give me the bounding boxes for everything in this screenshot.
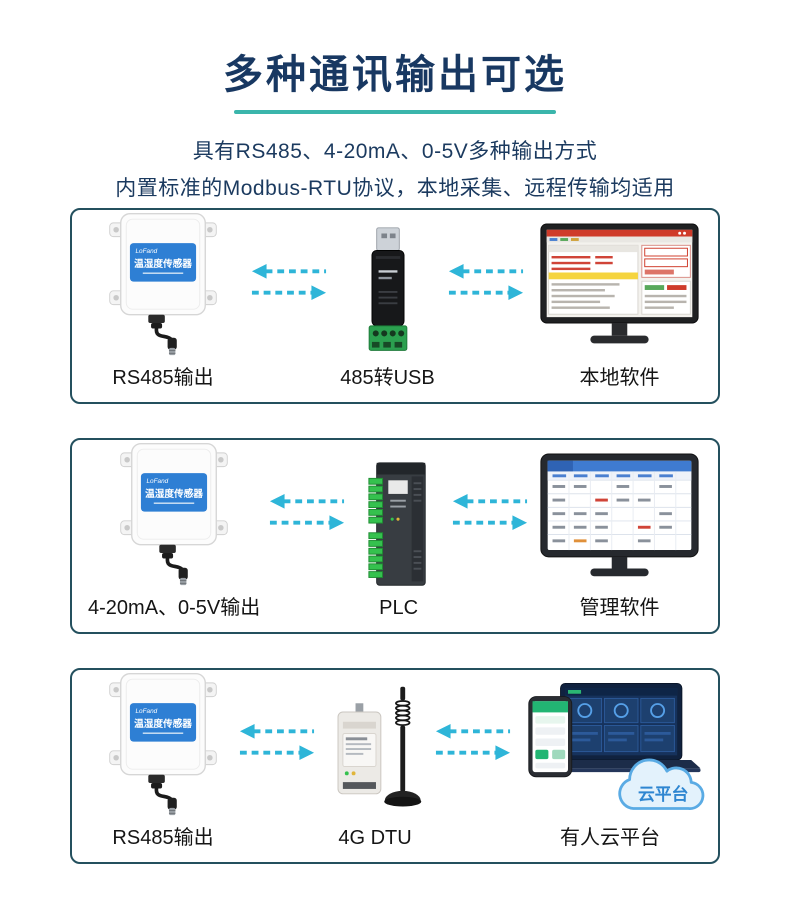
- device-label-4g-dtu: 4G DTU: [338, 826, 412, 849]
- device-cell-sensor: 4-20mA、0-5V输出: [88, 440, 260, 632]
- device-cell-management-software: 管理软件: [537, 440, 702, 632]
- local-software-monitor-illustration: [537, 221, 702, 357]
- page-title: 多种通讯输出可选: [223, 53, 567, 97]
- panel-rs485-local-software: RS485输出 485转USB 本地软件: [70, 207, 720, 404]
- device-label-rs485-output: RS485输出: [112, 366, 214, 389]
- bidirectional-dashed-arrows-icon: [434, 719, 512, 765]
- temperature-humidity-sensor-illustration: [99, 440, 249, 587]
- device-cell-sensor: RS485输出: [88, 210, 238, 402]
- panel-analog-plc-management: 4-20mA、0-5V输出 PLC 管理软件: [70, 437, 720, 634]
- bidirectional-dashed-arrows-icon: [447, 259, 525, 305]
- title-underline: [234, 110, 556, 114]
- device-cell-plc: PLC: [355, 440, 443, 632]
- temperature-humidity-sensor-illustration: [88, 210, 238, 357]
- device-cell-local-software: 本地软件: [537, 210, 702, 402]
- device-label-cloud-platform: 有人云平台: [560, 826, 660, 849]
- bidirectional-dashed-arrows-icon: [238, 719, 316, 765]
- subtitle-line-1: 具有RS485、4-20mA、0-5V多种输出方式: [192, 140, 598, 163]
- device-label-plc: PLC: [379, 596, 419, 619]
- device-cell-4g-dtu: 4G DTU: [316, 670, 434, 862]
- subtitle-line-2: 内置标准的Modbus-RTU协议，本地采集、远程传输均适用: [115, 176, 675, 200]
- panel-rs485-dtu-cloud: RS485输出 4G DTU 有人云平台: [70, 667, 720, 864]
- device-label-management-software: 管理软件: [579, 596, 660, 619]
- bidirectional-dashed-arrows-icon: [451, 489, 529, 535]
- plc-illustration: [355, 457, 443, 593]
- device-label-485-to-usb: 485转USB: [340, 366, 435, 389]
- usb-485-converter-illustration: [357, 225, 419, 357]
- device-cell-usb-converter: 485转USB: [340, 210, 435, 402]
- management-software-monitor-illustration: [537, 451, 702, 587]
- device-label-local-software: 本地软件: [579, 366, 660, 389]
- bidirectional-dashed-arrows-icon: [268, 489, 346, 535]
- cloud-platform-illustration: [512, 675, 708, 817]
- header: 多种通讯输出可选 具有RS485、4-20mA、0-5V多种输出方式 内置标准的…: [0, 0, 790, 208]
- device-label-rs485-output: RS485输出: [112, 826, 214, 849]
- device-cell-cloud-platform: 有人云平台: [512, 670, 708, 862]
- device-cell-sensor: RS485输出: [88, 670, 238, 862]
- bidirectional-dashed-arrows-icon: [250, 259, 328, 305]
- device-label-analog-output: 4-20mA、0-5V输出: [88, 596, 261, 619]
- temperature-humidity-sensor-illustration: [88, 670, 238, 817]
- 4g-dtu-antenna-illustration: [316, 677, 434, 823]
